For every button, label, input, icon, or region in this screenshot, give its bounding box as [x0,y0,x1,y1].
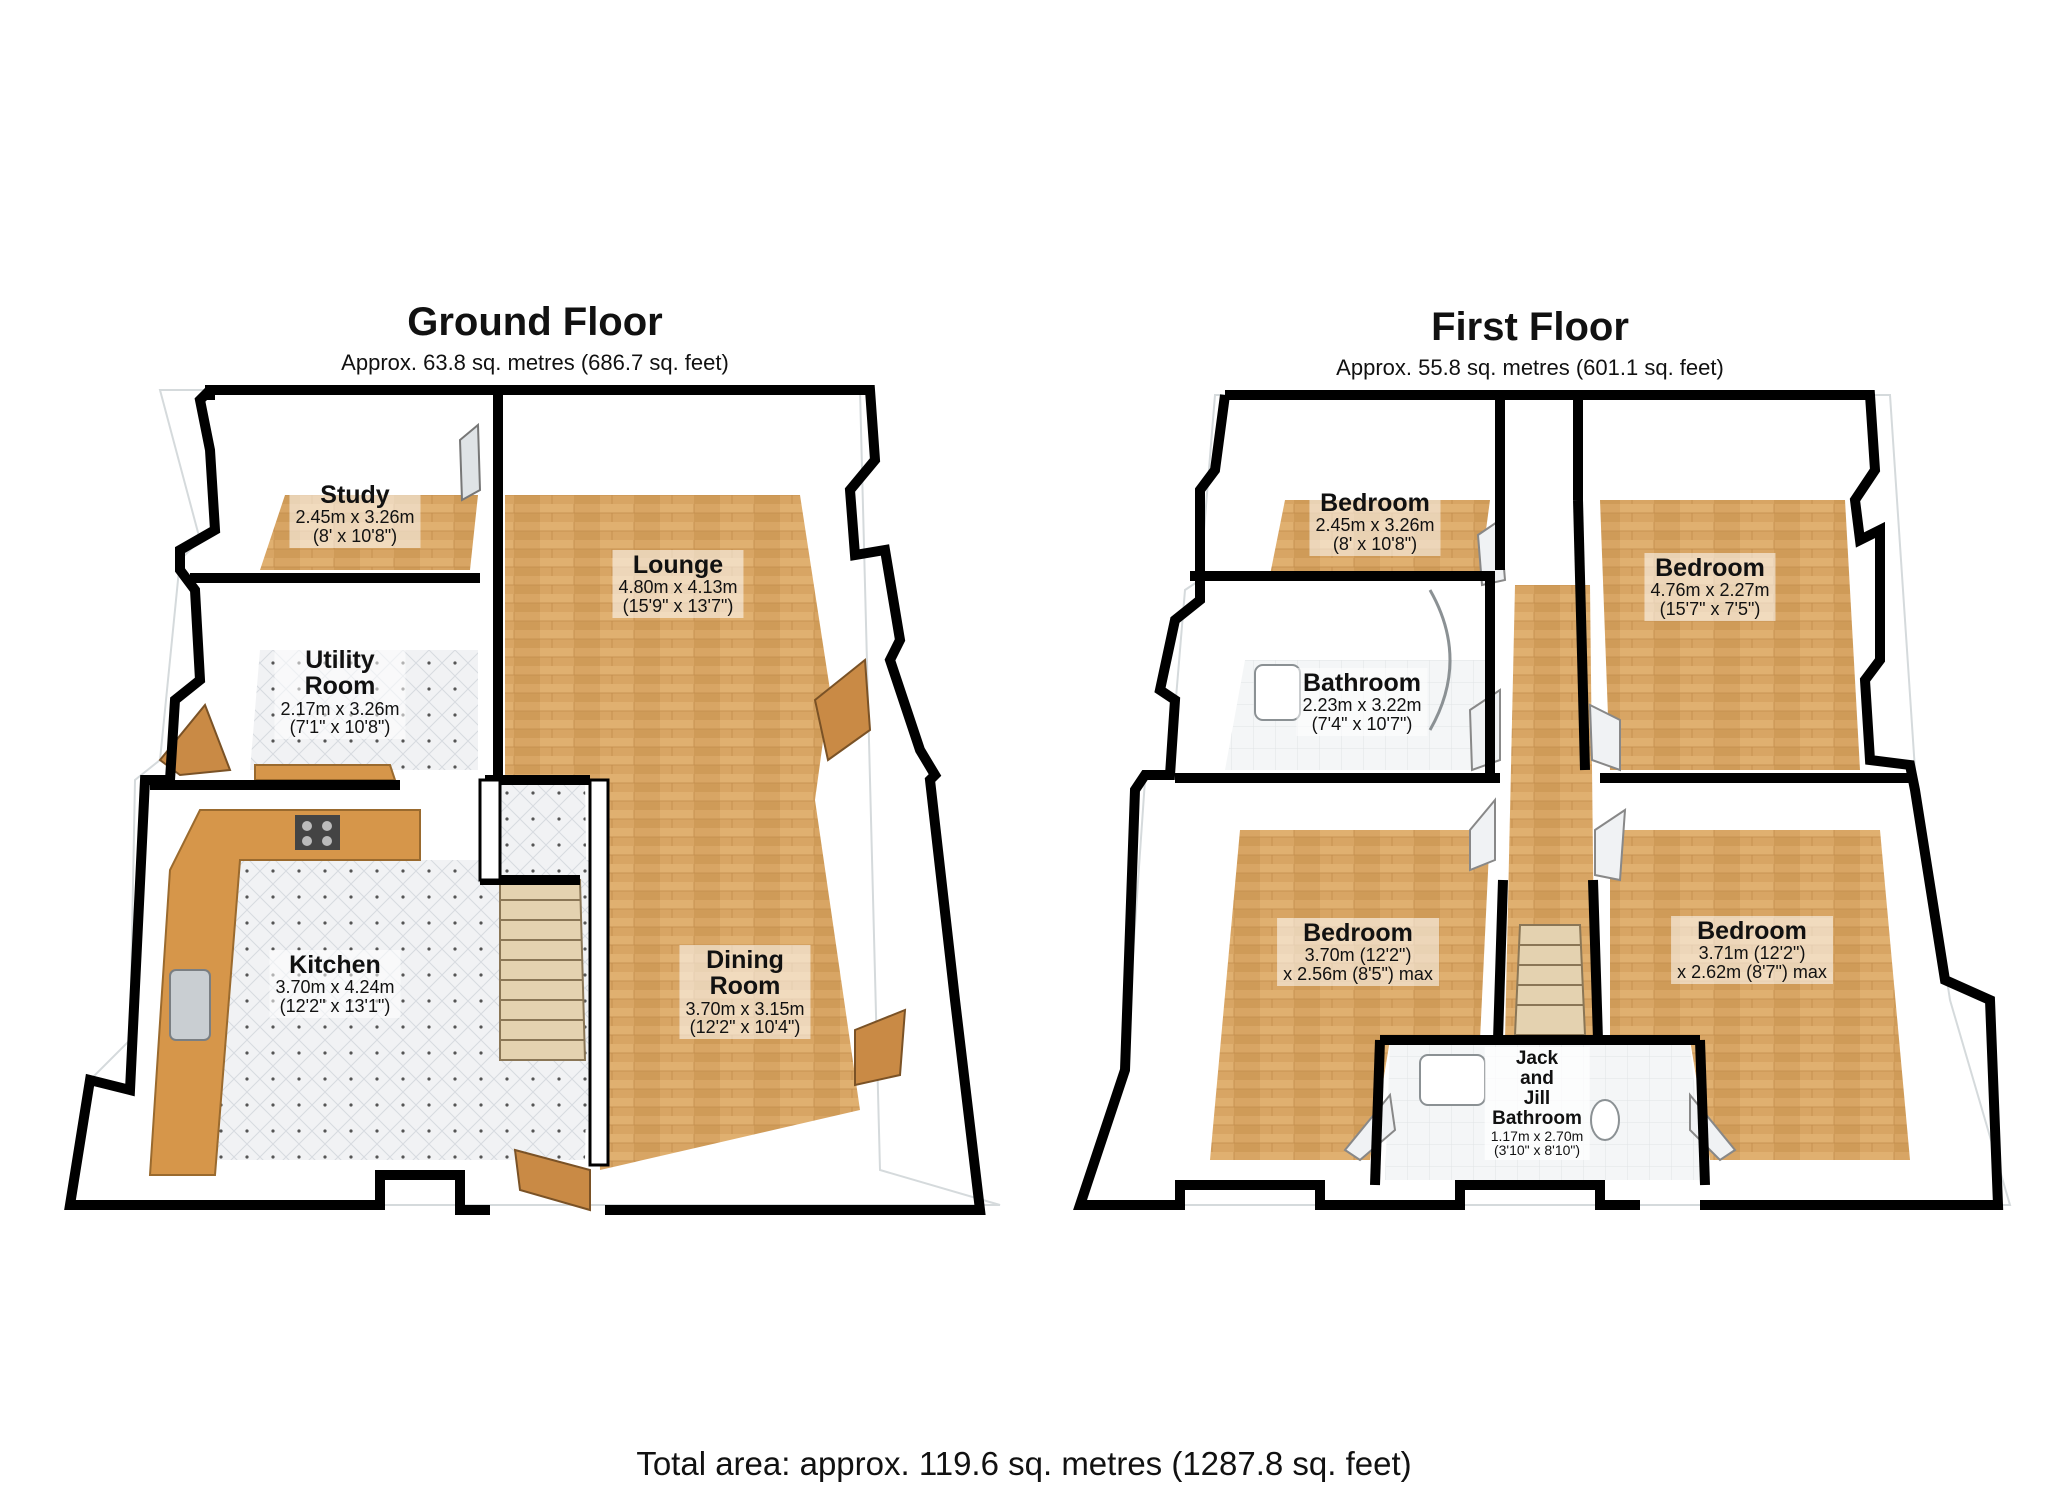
ground-walls [64,385,986,1215]
door-icon [458,422,482,502]
basin-icon [1254,664,1301,721]
room-dimensions: 2.17m x 3.26m [280,698,400,719]
first-floor-title: First Floor [1431,305,1629,349]
room-label-dining: Dining Room 3.70m x 3.15m (12'2" x 10'4"… [679,945,811,1040]
ground-floor [64,385,1001,1215]
room-label-kitchen: Kitchen 3.70m x 4.24m (12'2" x 13'1") [269,950,401,1019]
room-name: Bedroom [1303,919,1413,947]
door-icon [1469,797,1496,872]
room-dimensions-imperial: (7'4" x 10'7") [1311,714,1413,735]
room-name: Bedroom [1320,489,1430,517]
room-dimensions-imperial: (15'9" x 13'7") [622,596,734,617]
bath-tub-icon [1419,1054,1486,1106]
sink-icon [169,969,211,1041]
room-label-bedroom-1: Bedroom 2.45m x 3.26m (8' x 10'8") [1309,488,1441,557]
bed4-floor [1610,830,1910,1160]
ground-floor-area: Approx. 63.8 sq. metres (686.7 sq. feet) [341,350,729,375]
room-name: Bedroom [1655,554,1765,582]
room-dimensions: 3.70m x 3.15m [685,998,805,1019]
room-dimensions: 3.70m (12'2") [1304,945,1412,966]
room-dimensions-imperial: (8' x 10'8") [312,526,398,547]
first-walls [1073,390,2004,1210]
room-dimensions: 3.70m x 4.24m [275,977,395,998]
shower-icon [1428,589,1452,731]
room-name: Kitchen [289,951,381,979]
room-name: Dining Room [706,946,784,1001]
room-dimensions: 2.23m x 3.22m [1302,695,1422,716]
room-dimensions: 4.80m x 4.13m [618,577,738,598]
room-label-bedroom-2: Bedroom 4.76m x 2.27m (15'7" x 7'5") [1644,553,1776,622]
room-dimensions-imperial: (8' x 10'8") [1332,534,1418,555]
room-dimensions-imperial: (15'7" x 7'5") [1659,599,1761,620]
room-label-bathroom: Bathroom 2.23m x 3.22m (7'4" x 10'7") [1296,668,1428,737]
toilet-icon [1590,1099,1620,1141]
ground-floor-title: Ground Floor [407,300,663,344]
room-name: Utility Room [304,646,376,701]
room-dimensions: 1.17m x 2.70m [1490,1127,1584,1144]
room-name: Study [320,481,390,509]
room-label-utility: Utility Room 2.17m x 3.26m (7'1" x 10'8"… [274,645,406,740]
room-label-jack-and-jill-bathroom: Jack and Jill Bathroom 1.17m x 2.70m (3'… [1484,1047,1590,1161]
ground-stairs [499,879,587,1061]
room-dimensions-imperial: (7'1" x 10'8") [289,717,391,738]
room-dimensions-imperial: (12'2" x 10'4") [689,1017,801,1038]
room-name: Lounge [632,551,724,579]
room-dimensions-imperial: (12'2" x 13'1") [279,996,391,1017]
room-name: Bedroom [1697,917,1807,945]
kitchen-units [148,764,421,1176]
ground-inner-walls [478,778,610,1167]
room-label-bedroom-4: Bedroom 3.71m (12'2") x 2.62m (8'7") max [1671,916,1833,985]
room-name: Bathroom [1302,669,1422,697]
room-label-study: Study 2.45m x 3.26m (8' x 10'8") [289,480,421,549]
door-icon [1594,808,1627,882]
door-icon [1588,703,1621,772]
room-dimensions-imperial: x 2.62m (8'7") max [1677,962,1827,983]
first-floor [1073,390,2012,1210]
room-dimensions: 3.71m (12'2") [1698,943,1806,964]
door-icon [813,658,872,762]
first-floor-area: Approx. 55.8 sq. metres (601.1 sq. feet) [1336,355,1724,380]
room-dimensions: 4.76m x 2.27m [1650,580,1770,601]
door-icon [513,1148,591,1212]
room-dimensions: 2.45m x 3.26m [295,507,415,528]
room-label-lounge: Lounge 4.80m x 4.13m (15'9" x 13'7") [612,550,744,619]
bed2-floor [1600,500,1860,770]
room-dimensions-imperial: x 2.56m (8'5") max [1283,964,1433,985]
bed3-floor [1210,830,1490,1160]
first-stairs [1513,924,1587,1036]
door-icon [854,1008,907,1087]
hob-icon [295,815,340,850]
room-dimensions-imperial: (3'10" x 8'10") [1493,1142,1581,1159]
room-name: Jack and Jill Bathroom [1492,1048,1582,1129]
room-dimensions: 2.45m x 3.26m [1315,515,1435,536]
room-label-bedroom-3: Bedroom 3.70m (12'2") x 2.56m (8'5") max [1277,918,1439,987]
total-area: Total area: approx. 119.6 sq. metres (12… [636,1445,1412,1482]
